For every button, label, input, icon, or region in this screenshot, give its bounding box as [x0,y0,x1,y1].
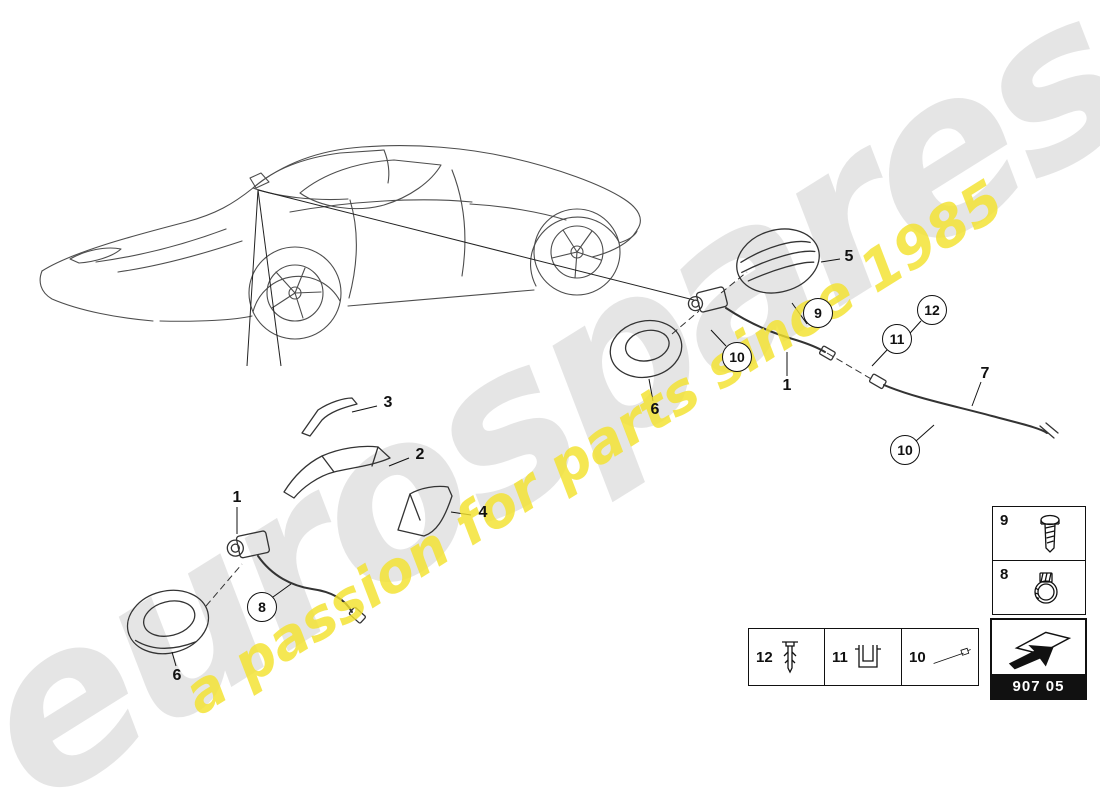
construction-lines [246,189,695,367]
callout-label-5: 5 [844,248,854,265]
callout-circle-11: 11 [882,324,912,354]
hose-clamp-icon [1034,571,1058,604]
legend-fasteners-box: 9 8 [992,506,1086,615]
wiring-cable-part7 [868,373,1059,439]
bracket-part4 [397,485,453,537]
callout-label-3: 3 [383,394,393,411]
mirror-housing-part5 [736,228,820,294]
callout-circle-12: 12 [917,295,947,325]
direction-arrow-icon [1008,631,1071,670]
callout-label-6-left: 6 [172,667,182,684]
legend-hardware-row: 12 11 10 [748,628,979,686]
mirror-housing-part6-left [126,589,210,655]
mirror-housing-part6-middle [609,319,683,379]
legend-number-10: 10 [909,648,926,666]
expanding-rivet-icon [781,641,798,674]
camera-sensor-part1-right [687,286,836,361]
callout-circle-9: 9 [803,298,833,328]
callout-label-6-middle: 6 [650,401,660,418]
callout-circle-8: 8 [247,592,277,622]
callout-label-4: 4 [478,504,488,521]
retaining-clip-icon [854,645,881,668]
camera-sensor-part1-left [226,530,366,624]
legend-number-12: 12 [756,648,773,666]
legend-number-8: 8 [1000,566,1009,583]
screw-icon [1040,514,1060,553]
diagram-code: 907 05 [1012,677,1065,695]
callout-circle-10-upper: 10 [722,342,752,372]
assembly-axis-lines [205,271,874,607]
callout-label-1-right: 1 [782,377,792,394]
legend-item-cable-tie: 10 [902,628,979,686]
exploded-parts [126,228,1059,655]
callout-label-2: 2 [415,446,425,463]
diagram-code-strip: 907 05 [992,674,1085,698]
bracket-part3 [301,397,358,437]
legend-number-9: 9 [1000,512,1009,529]
callout-label-7: 7 [980,365,990,382]
bracket-part2 [283,445,391,499]
diagram-code-icon-area [992,620,1085,674]
legend-number-11: 11 [832,648,848,666]
callout-circle-10-lower: 10 [890,435,920,465]
legend-item-clamp: 8 [993,560,1085,614]
car-wireframe [39,145,641,340]
legend-item-rivet: 12 [748,628,825,686]
callout-label-1-left: 1 [232,489,242,506]
diagram-code-box: 907 05 [990,618,1087,700]
legend-item-clip: 11 [825,628,902,686]
legend-item-screw: 9 [993,507,1085,560]
cable-tie-icon [933,647,971,664]
